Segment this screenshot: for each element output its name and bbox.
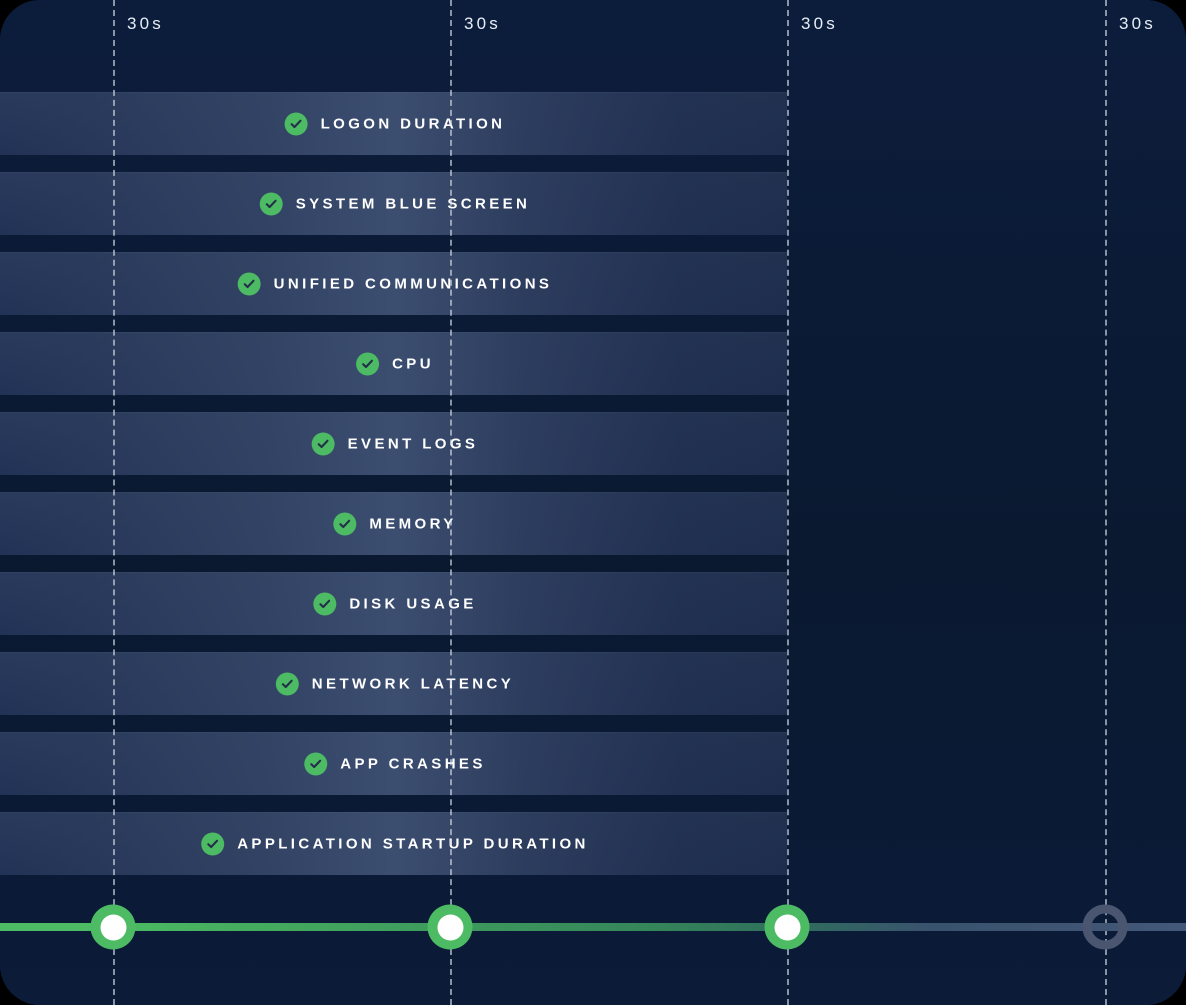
timeline-node-complete[interactable] <box>427 904 473 950</box>
metric-label: Memory <box>369 515 457 532</box>
gridline-2 <box>787 0 789 1005</box>
check-circle-icon <box>237 272 261 295</box>
metric-label: Disk Usage <box>349 595 477 612</box>
metric-row-content: Network Latency <box>275 672 515 695</box>
axis-tick-label: 30s <box>1119 14 1157 33</box>
gridline-3 <box>1105 0 1107 1005</box>
metric-row-list: Logon DurationSystem Blue ScreenUnified … <box>0 92 787 892</box>
check-circle-icon <box>356 352 380 375</box>
metric-row-content: Disk Usage <box>313 592 476 615</box>
metric-label: App Crashes <box>340 755 486 772</box>
metric-label: System Blue Screen <box>295 195 531 212</box>
metric-row[interactable]: Network Latency <box>0 652 787 715</box>
metric-row[interactable]: Disk Usage <box>0 572 787 635</box>
metric-row[interactable]: App Crashes <box>0 732 787 795</box>
metric-row[interactable]: Event Logs <box>0 412 787 475</box>
metric-row-content: System Blue Screen <box>259 192 531 215</box>
metric-label: Event Logs <box>347 435 479 452</box>
metric-label: CPU <box>392 355 434 372</box>
axis-tick-label: 30s <box>801 14 839 33</box>
check-circle-icon <box>313 592 337 615</box>
metric-label: Network Latency <box>311 675 515 692</box>
check-circle-icon <box>201 832 225 855</box>
metric-row-content: Application Startup Duration <box>201 832 589 855</box>
metric-row[interactable]: Memory <box>0 492 787 555</box>
check-circle-icon <box>311 432 335 455</box>
metric-row-content: Memory <box>333 512 456 535</box>
metric-label: Application Startup Duration <box>237 835 589 852</box>
axis-tick-label: 30s <box>464 14 502 33</box>
timeline-progress-line <box>0 923 1186 931</box>
metric-label: Logon Duration <box>320 115 506 132</box>
metric-row-content: Event Logs <box>311 432 479 455</box>
gridline-0 <box>113 0 115 1005</box>
metric-row[interactable]: CPU <box>0 332 787 395</box>
gridline-1 <box>450 0 452 1005</box>
metric-row[interactable]: Unified Communications <box>0 252 787 315</box>
timeline-node-core <box>774 914 800 940</box>
metric-row-content: App Crashes <box>304 752 485 775</box>
check-circle-icon <box>304 752 328 775</box>
metric-row-content: Logon Duration <box>284 112 506 135</box>
metric-row-content: CPU <box>356 352 434 375</box>
check-circle-icon <box>259 192 283 215</box>
check-circle-icon <box>275 672 299 695</box>
timeline-node-complete[interactable] <box>90 904 136 950</box>
timeline-node-core <box>437 914 463 940</box>
timeline-node-pending[interactable] <box>1082 904 1128 950</box>
metric-row[interactable]: Logon Duration <box>0 92 787 155</box>
timeline-node-core <box>100 914 126 940</box>
axis-tick-label: 30s <box>127 14 165 33</box>
metric-row[interactable]: Application Startup Duration <box>0 812 787 875</box>
metric-row-content: Unified Communications <box>237 272 553 295</box>
metric-label: Unified Communications <box>273 275 553 292</box>
check-circle-icon <box>333 512 357 535</box>
metric-row[interactable]: System Blue Screen <box>0 172 787 235</box>
timeline-node-complete[interactable] <box>764 904 810 950</box>
check-circle-icon <box>284 112 308 135</box>
